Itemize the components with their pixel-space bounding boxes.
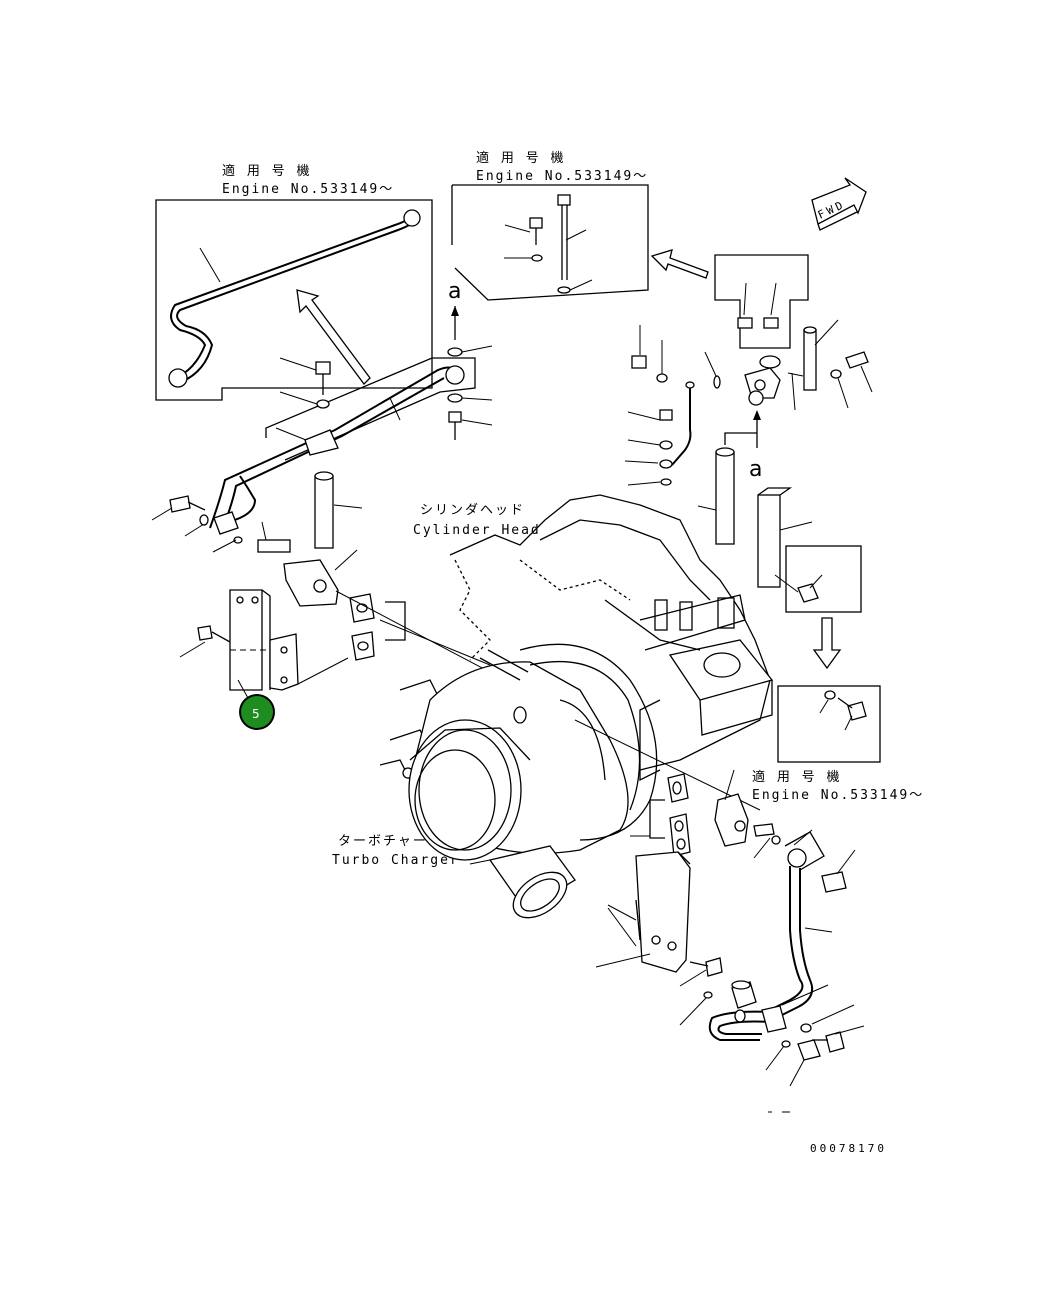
applicable-label-top-center: 適 用 号 機 xyxy=(476,150,565,166)
cylinder-head-jp-label: シリンダヘッド xyxy=(420,503,525,518)
turbo-charger-en-label: Turbo Charger xyxy=(332,853,460,868)
applicable-label-top-left: 適 用 号 機 xyxy=(222,163,311,179)
fwd-label: FWD xyxy=(816,198,848,222)
cylinder-head-en-label: Cylinder Head xyxy=(413,523,541,538)
applicable-label-right: 適 用 号 機 xyxy=(752,769,841,785)
reference-a-right: a xyxy=(749,457,762,482)
part-callout-5-fill xyxy=(241,696,273,728)
detail-box-top-center: 適 用 号 機 Engine No.533149～ xyxy=(451,150,649,301)
engine-number-top-left: Engine No.533149～ xyxy=(222,182,394,197)
lower-right-assembly: 適 用 号 機 Engine No.533149～ xyxy=(595,769,924,1113)
reference-a-top: a xyxy=(448,279,461,304)
engine-number-right: Engine No.533149～ xyxy=(752,788,924,803)
leader-arrow-left xyxy=(650,249,709,279)
part-callout-5-number: 5 xyxy=(252,707,260,721)
plate-flange-assembly xyxy=(179,521,525,699)
drawing-number: 00078170 xyxy=(810,1142,887,1155)
down-arrow xyxy=(812,617,842,670)
oil-pipe-assembly: a xyxy=(151,279,493,549)
fwd-arrow: FWD xyxy=(811,177,867,231)
turbo-charger: ターボチャージャ Turbo Charger xyxy=(332,643,761,919)
engine-number-top-center: Engine No.533149～ xyxy=(476,169,648,184)
detail-box-top-left: 適 用 号 機 Engine No.533149～ xyxy=(155,163,433,401)
detail-bracket-right: a xyxy=(624,254,873,486)
detail-box-bolt xyxy=(777,685,881,763)
part-callout-5[interactable]: 5 xyxy=(239,694,275,730)
